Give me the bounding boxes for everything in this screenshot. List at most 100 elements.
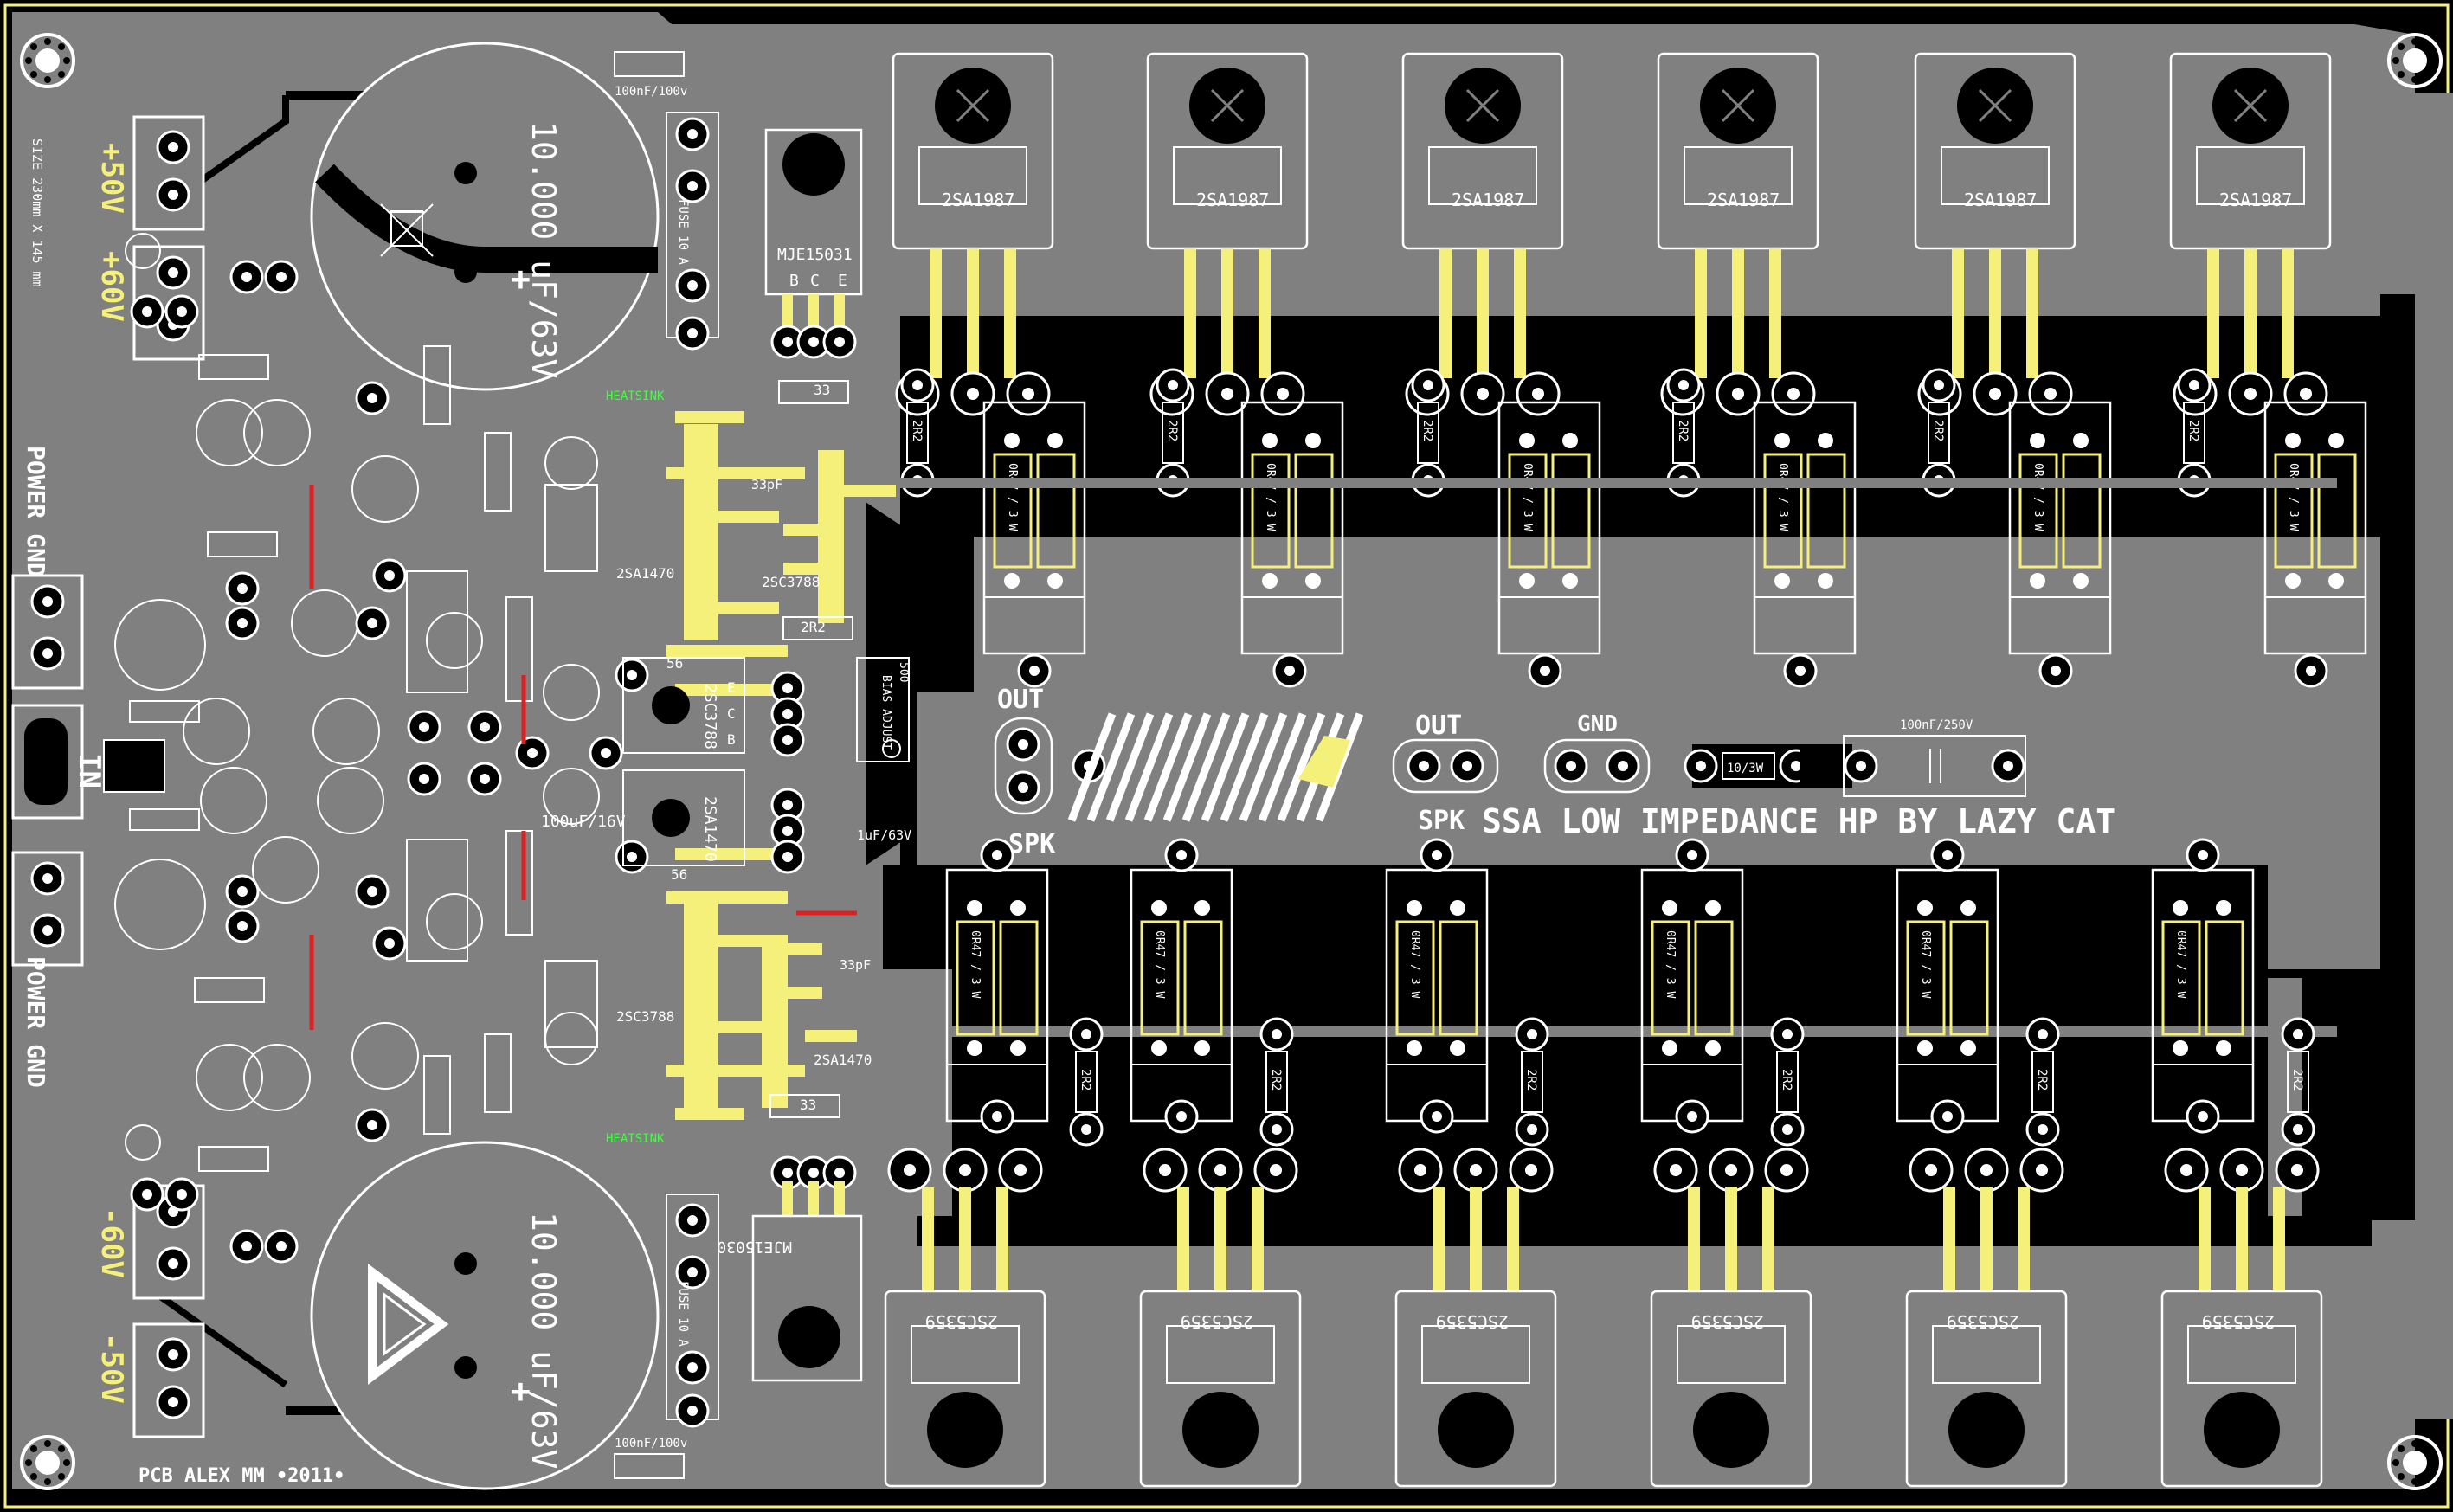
jumpers [309, 485, 857, 1030]
predriver-c-label-b: 2SC3788 [616, 1008, 674, 1025]
main-cap-bottom-label: 10.000 uF/63V [525, 1212, 563, 1469]
r-base-bot-1: 2R2 [1078, 1069, 1092, 1091]
q-pnp-3: 2SA1987 [1452, 190, 1524, 210]
out-right-connector: OUT SPK [1392, 711, 1499, 836]
terminal-input: IN [11, 704, 165, 820]
resistor-33-top: 33 [814, 382, 830, 398]
r-emit-bot-4: 0R47 / 3 W [1664, 930, 1677, 998]
svg-text:2SA1470: 2SA1470 [701, 796, 719, 862]
q-pnp-2: 2SA1987 [1196, 190, 1269, 210]
zobel-resistor: 10/3W [1684, 744, 1852, 788]
terminal-neg50: -50V [94, 1322, 205, 1438]
r-base-bot-3: 2R2 [1524, 1069, 1538, 1091]
terminal-pos50: +50V [94, 115, 205, 231]
r-emit-top-6: 0R47 / 3 W [2287, 463, 2300, 531]
svg-text:BIAS ADJUST: BIAS ADJUST [879, 675, 892, 750]
svg-text:OUT: OUT [1415, 711, 1462, 741]
resistor-56-top: 56 [666, 655, 683, 672]
q-npn-1: 2SC5359 [925, 1311, 998, 1332]
svg-text:+50V: +50V [94, 143, 129, 214]
svg-text:2SC3788: 2SC3788 [701, 684, 719, 750]
heatsink-bottom [666, 848, 857, 1120]
r-emit-top-3: 0R47 / 3 W [1521, 463, 1534, 531]
svg-text:FUSE 10 A: FUSE 10 A [676, 199, 690, 265]
r-base-bot-4: 2R2 [1780, 1069, 1793, 1091]
gnd-connector: GND [1543, 711, 1651, 794]
r-base-top-5: 2R2 [1931, 420, 1945, 441]
board-title: SSA LOW IMPEDANCE HP BY LAZY CAT [1482, 802, 2115, 840]
input-stage [114, 233, 600, 1172]
cap-1uf-63v: 1uF/63V [857, 827, 911, 843]
mounting-hole-bl [20, 1435, 75, 1490]
resistor-56-bottom: 56 [671, 866, 687, 883]
mounting-hole-tl [20, 33, 75, 88]
svg-text:FUSE 10 A: FUSE 10 A [676, 1281, 690, 1347]
svg-text:MJE15031: MJE15031 [777, 246, 853, 264]
svg-text:B: B [727, 731, 736, 748]
hatch-block [1067, 712, 1364, 822]
predriver-top: 2SC3788 E C B [622, 657, 805, 757]
svg-text:SPK: SPK [1418, 806, 1465, 836]
r-base-bot-2: 2R2 [1269, 1069, 1283, 1091]
r-emit-top-5: 0R47 / 3 W [2031, 463, 2044, 531]
r-emit-top-4: 0R47 / 3 W [1776, 463, 1789, 531]
driver-top: MJE15031 B C E [764, 128, 863, 359]
r-emit-bot-6: 0R47 / 3 W [2174, 930, 2187, 998]
predriver-a-label: 2SA1470 [616, 565, 674, 582]
bus-bottom [900, 1026, 2337, 1037]
svg-text:C: C [810, 272, 820, 290]
terminal-power-gnd-bottom: POWER GND [11, 851, 84, 1088]
svg-text:IN: IN [72, 753, 106, 788]
r-base-top-2: 2R2 [1165, 420, 1179, 441]
q-npn-6: 2SC5359 [2202, 1311, 2275, 1332]
r-emit-top-1: 0R47 / 3 W [1006, 463, 1019, 531]
r-emit-bot-2: 0R47 / 3 W [1153, 930, 1166, 998]
rail-gap-bottom [883, 865, 2380, 1220]
snubber-cap: 100nF/250V [1843, 718, 2026, 797]
main-capacitor-top: + 10.000 uF/63V [310, 42, 660, 391]
svg-text:100nF/250V: 100nF/250V [1900, 718, 1973, 732]
q-npn-4: 2SC5359 [1691, 1311, 1764, 1332]
r-base-top-1: 2R2 [910, 420, 924, 441]
driver-bottom: MJE15030 [717, 1155, 863, 1382]
r-base-top-6: 2R2 [2186, 420, 2200, 441]
predriver-a-label-b: 2SA1470 [814, 1052, 872, 1068]
svg-text:GND: GND [1577, 711, 1618, 737]
base-resistors-top [900, 368, 2212, 498]
heatsink-top [666, 411, 896, 696]
svg-text:-60V: -60V [94, 1207, 129, 1278]
out-connector: OUT SPK [994, 685, 1055, 859]
cap-33pf-top: 33pF [751, 477, 782, 492]
cap-top-100nf: 100nF/100v [615, 85, 687, 99]
svg-text:SPK: SPK [1008, 829, 1055, 859]
svg-text:+60V: +60V [94, 251, 129, 322]
r-emit-top-2: 0R47 / 3 W [1264, 463, 1277, 531]
r-base-top-4: 2R2 [1676, 420, 1690, 441]
svg-text:C: C [727, 705, 736, 722]
q-pnp-4: 2SA1987 [1707, 190, 1780, 210]
q-pnp-5: 2SA1987 [1964, 190, 2037, 210]
mounting-hole-tr [2387, 33, 2443, 88]
driver-top-pins: B [789, 272, 799, 290]
q-npn-2: 2SC5359 [1181, 1311, 1253, 1332]
cap-100uf-16v: 100uF/16V [541, 813, 626, 831]
bias-pot: BIAS ADJUST 500 [856, 657, 910, 762]
base-resistors-bottom [1069, 1017, 2315, 1147]
resistor-2r2-mid: 2R2 [801, 619, 826, 635]
cap-bottom-100nf: 100nF/100v [615, 1437, 687, 1451]
svg-text:-50V: -50V [94, 1333, 129, 1404]
svg-text:MJE15030: MJE15030 [717, 1238, 792, 1256]
svg-text:10/3W: 10/3W [1727, 762, 1764, 775]
q-pnp-1: 2SA1987 [942, 190, 1014, 210]
r-base-bot-6: 2R2 [2290, 1069, 2304, 1091]
terminal-power-gnd-top: POWER GND [11, 446, 84, 690]
r-base-bot-5: 2R2 [2035, 1069, 2049, 1091]
fuse-top: FUSE 10 A [666, 112, 719, 351]
fuse-bottom: FUSE 10 A [666, 1194, 719, 1428]
predriver-c-label: 2SC3788 [762, 574, 820, 590]
mounting-hole-br [2387, 1435, 2443, 1490]
svg-text:E: E [838, 272, 847, 290]
main-capacitor-bottom: + 10.000 uF/63V [310, 1141, 660, 1490]
heatsink-top-label: HEATSINK [606, 389, 665, 403]
